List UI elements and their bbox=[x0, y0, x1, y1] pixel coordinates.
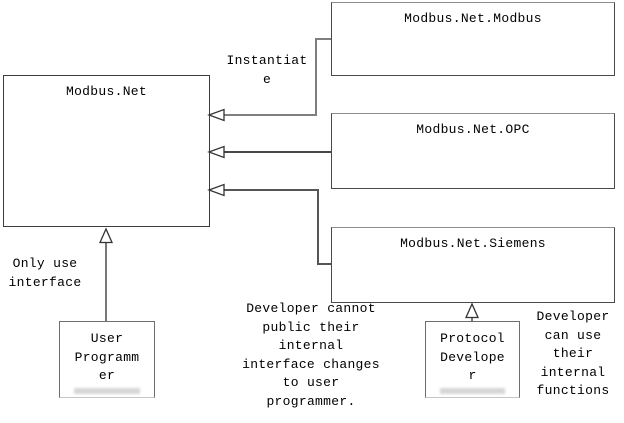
connector-opc bbox=[207, 145, 331, 159]
actor-box-user-programmer-label: User Programm er bbox=[60, 322, 154, 386]
annotation-line: Only use bbox=[12, 256, 78, 271]
annotation-line: functions bbox=[536, 383, 610, 398]
actor-box-user-programmer: User Programm er bbox=[59, 321, 155, 398]
annotation-line: can use bbox=[544, 327, 602, 343]
class-box-modbus-net-siemens: Modbus.Net.Siemens bbox=[331, 227, 615, 303]
connector-user-programmer bbox=[98, 227, 114, 321]
actor-box-protocol-developer: Protocol Develope r bbox=[425, 321, 520, 398]
annotation-line: interface changes bbox=[242, 356, 380, 372]
annotation-developer-cannot: Developer cannot public their internal i… bbox=[236, 300, 386, 411]
label-line: r bbox=[468, 368, 477, 383]
hollow-arrowhead-up-icon bbox=[464, 302, 480, 319]
label-line: Protocol bbox=[440, 331, 505, 346]
annotation-only-use-interface: Only use interface bbox=[0, 255, 90, 292]
hollow-arrowhead-left-icon bbox=[207, 145, 225, 159]
hollow-arrowhead-up-icon bbox=[98, 227, 114, 244]
class-box-modbus-net-modbus-title: Modbus.Net.Modbus bbox=[404, 11, 542, 26]
class-box-modbus-net-title: Modbus.Net bbox=[65, 84, 147, 99]
annotation-developer-can-use: Developer can use their internal functio… bbox=[523, 308, 623, 401]
class-box-modbus-net-modbus: Modbus.Net.Modbus bbox=[331, 2, 615, 76]
annotation-line: public their bbox=[262, 319, 360, 335]
clipped-text-smudge bbox=[440, 388, 505, 394]
connector-protocol-developer bbox=[464, 302, 480, 321]
annotation-line: Instantiat bbox=[226, 53, 308, 68]
label-line: er bbox=[98, 368, 116, 383]
annotation-line: their bbox=[552, 346, 594, 361]
annotation-line: Developer bbox=[536, 309, 610, 324]
class-box-modbus-net: Modbus.Net bbox=[3, 75, 210, 227]
class-box-modbus-net-opc-title: Modbus.Net.OPC bbox=[416, 122, 530, 137]
hollow-arrowhead-left-icon bbox=[207, 108, 225, 122]
label-line: Develope bbox=[440, 349, 505, 365]
connector-siemens bbox=[207, 183, 331, 265]
annotation-line: programmer. bbox=[266, 393, 356, 409]
class-box-modbus-net-opc: Modbus.Net.OPC bbox=[331, 113, 615, 189]
annotation-line: Developer cannot bbox=[246, 301, 376, 316]
clipped-text-smudge bbox=[74, 388, 140, 394]
label-line: Programm bbox=[74, 349, 140, 365]
annotation-line: internal bbox=[540, 364, 606, 380]
annotation-line: interface bbox=[8, 274, 82, 290]
annotation-instantiate: Instantiat e bbox=[217, 52, 317, 89]
annotation-line: to user bbox=[282, 375, 340, 390]
actor-box-protocol-developer-label: Protocol Develope r bbox=[426, 322, 519, 386]
hollow-arrowhead-left-icon bbox=[207, 183, 225, 197]
class-box-modbus-net-siemens-title: Modbus.Net.Siemens bbox=[400, 236, 546, 251]
annotation-line: internal bbox=[278, 338, 344, 353]
annotation-line: e bbox=[262, 71, 272, 87]
label-line: User bbox=[90, 331, 124, 346]
